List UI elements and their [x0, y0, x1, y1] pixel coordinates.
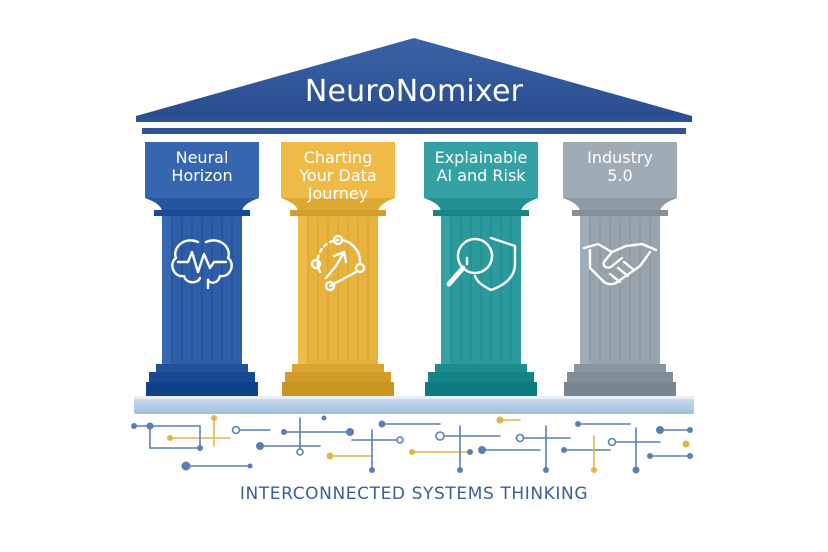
network-node	[543, 467, 549, 473]
network-node	[561, 447, 567, 453]
network-node	[247, 463, 253, 469]
network-node	[656, 426, 664, 434]
network-node	[467, 449, 473, 455]
network-node	[369, 467, 375, 473]
network-node	[591, 467, 597, 473]
network-node	[687, 427, 693, 433]
network-node	[396, 436, 404, 444]
pillar-1	[145, 142, 259, 396]
network-node	[632, 466, 640, 474]
network-node	[515, 433, 525, 443]
network-node	[256, 442, 264, 450]
network-node	[575, 421, 581, 427]
network-node	[321, 415, 327, 421]
network-node	[687, 453, 693, 459]
network-node	[478, 446, 486, 454]
temple-floor	[134, 396, 694, 414]
network-node	[435, 431, 445, 441]
network-node	[181, 461, 191, 471]
network-node	[281, 429, 287, 435]
network-node	[197, 445, 203, 451]
brain-icon	[171, 239, 233, 290]
network-node	[296, 448, 304, 456]
pillar-2	[281, 142, 395, 396]
network-node	[167, 435, 173, 441]
network-node	[496, 416, 504, 424]
network-node	[409, 449, 415, 455]
pillar-3	[424, 142, 538, 396]
footer-caption: INTERCONNECTED SYSTEMS THINKING	[239, 484, 589, 504]
network-node	[457, 467, 463, 473]
network-node	[326, 452, 334, 460]
network-node	[607, 437, 617, 447]
pillar-4	[563, 142, 677, 396]
roof-architrave	[142, 128, 686, 134]
network-node	[146, 422, 154, 430]
network-node	[346, 428, 354, 436]
temple-floor-highlight	[134, 396, 694, 399]
roof-cornice	[136, 116, 692, 122]
data-journey-icon	[310, 234, 366, 292]
magnifier-shield-icon	[446, 236, 517, 292]
roof-pediment	[136, 38, 692, 116]
network-graph	[131, 415, 693, 474]
network-node	[682, 440, 690, 448]
network-node	[378, 420, 386, 428]
handshake-icon	[582, 242, 658, 286]
network-node	[647, 453, 653, 459]
page-title: NeuroNomixer	[304, 74, 524, 109]
network-node	[211, 415, 217, 421]
network-node	[131, 423, 137, 429]
network-node	[231, 425, 241, 435]
